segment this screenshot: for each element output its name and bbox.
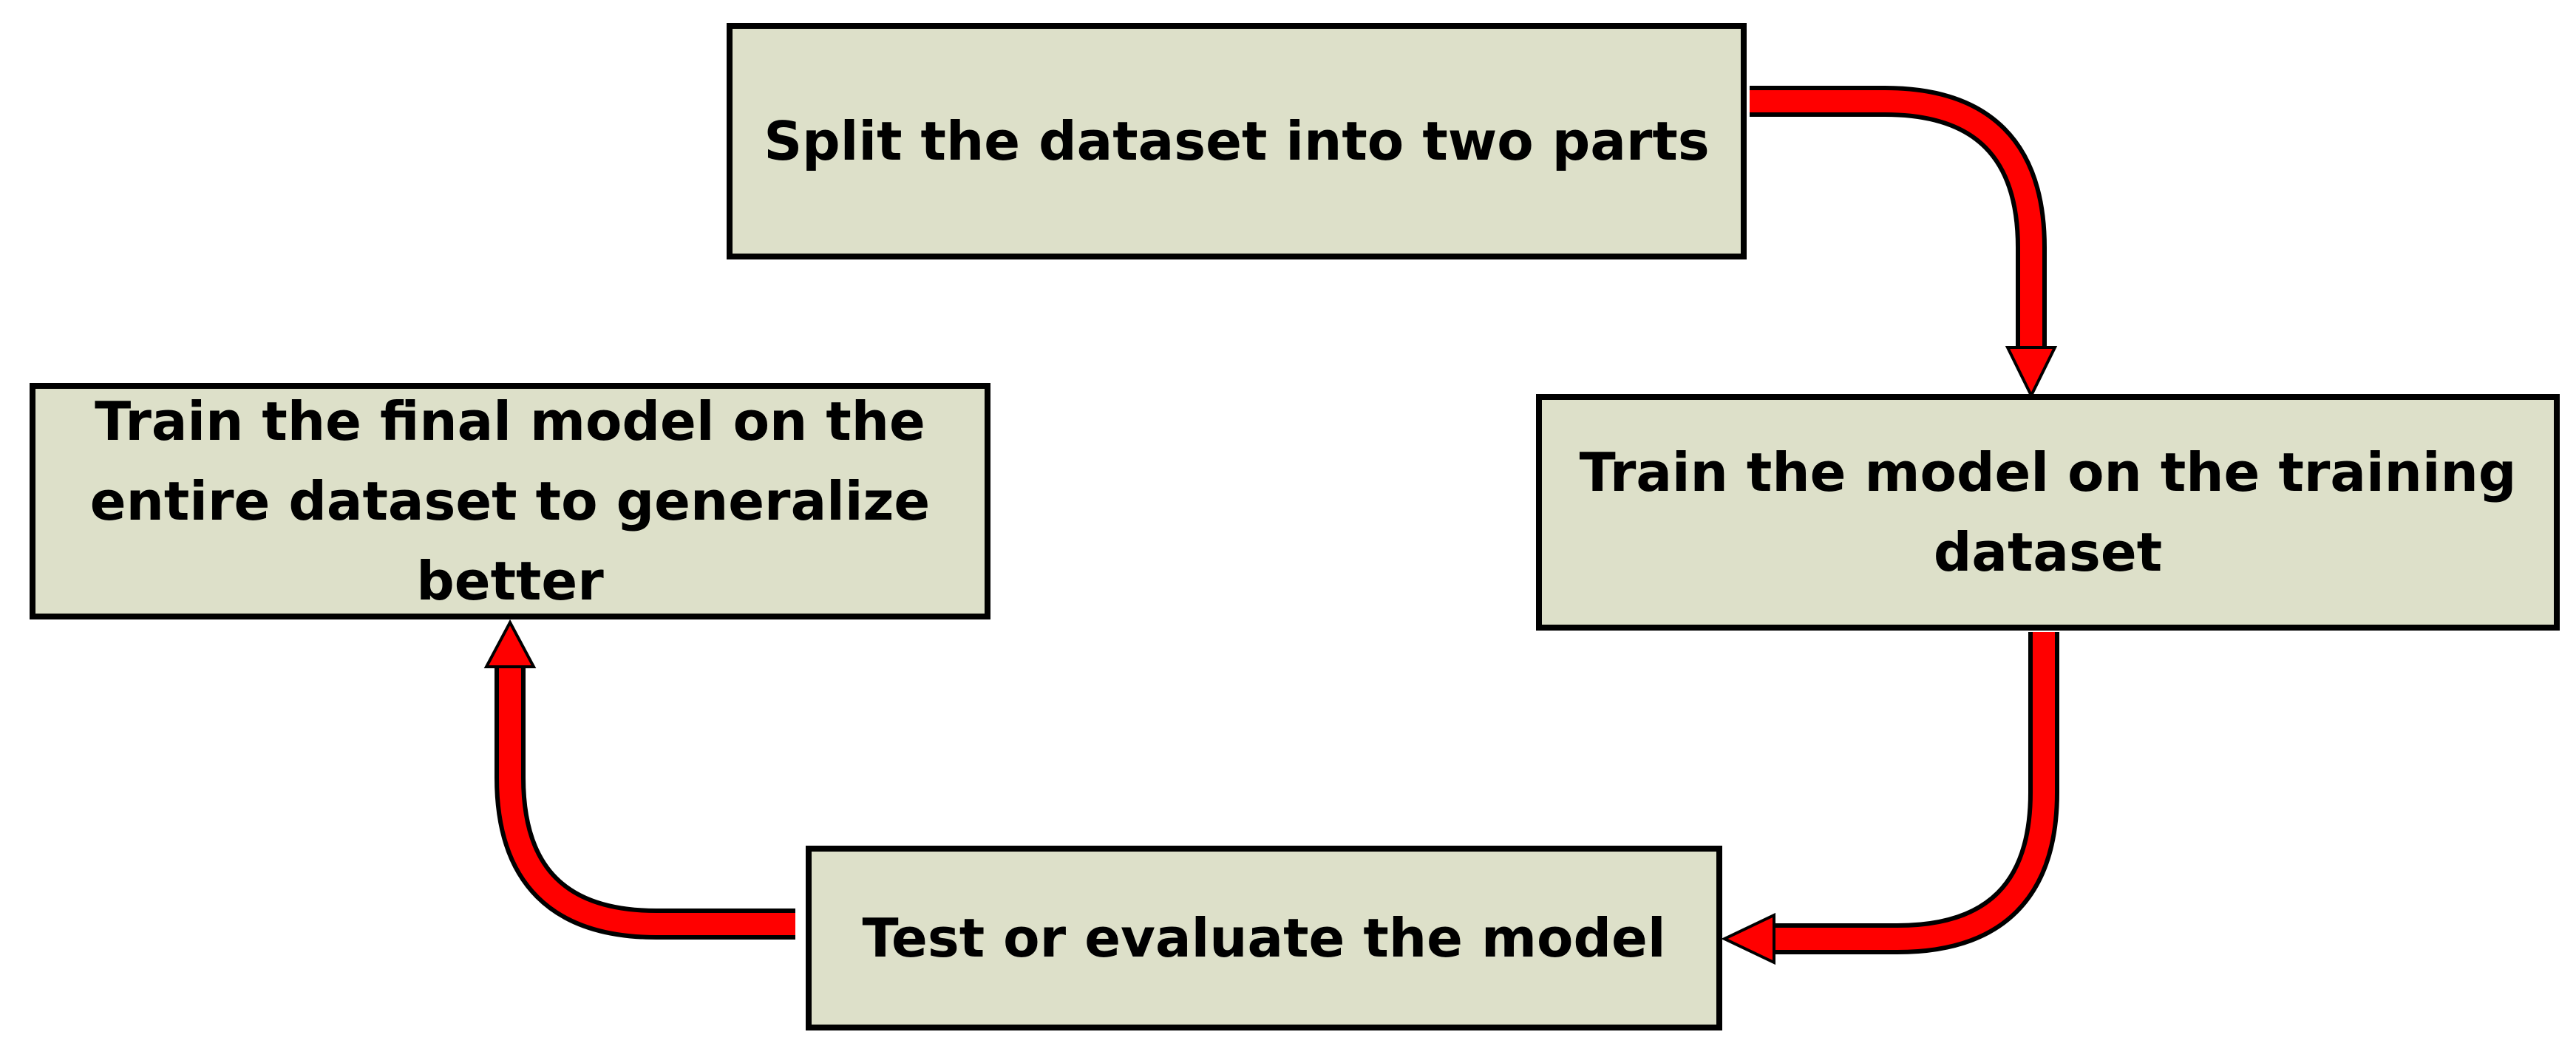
step-split-label: Split the dataset into two parts (764, 110, 1710, 172)
step-train-label: Train the model on the training dataset (1579, 441, 2517, 583)
step-test-label: Test or evaluate the model (862, 907, 1666, 969)
arrow-train-to-test (1721, 632, 2059, 965)
step-split-box: Split the dataset into two parts (727, 23, 1747, 259)
step-train-box: Train the model on the training dataset (1536, 394, 2560, 631)
arrow-test-to-final (483, 619, 795, 940)
step-final-label: Train the final model on the entire data… (89, 390, 931, 612)
step-final-box: Train the final model on the entire data… (30, 383, 990, 619)
arrow-split-to-train (1750, 86, 2058, 399)
step-test-box: Test or evaluate the model (806, 846, 1722, 1030)
